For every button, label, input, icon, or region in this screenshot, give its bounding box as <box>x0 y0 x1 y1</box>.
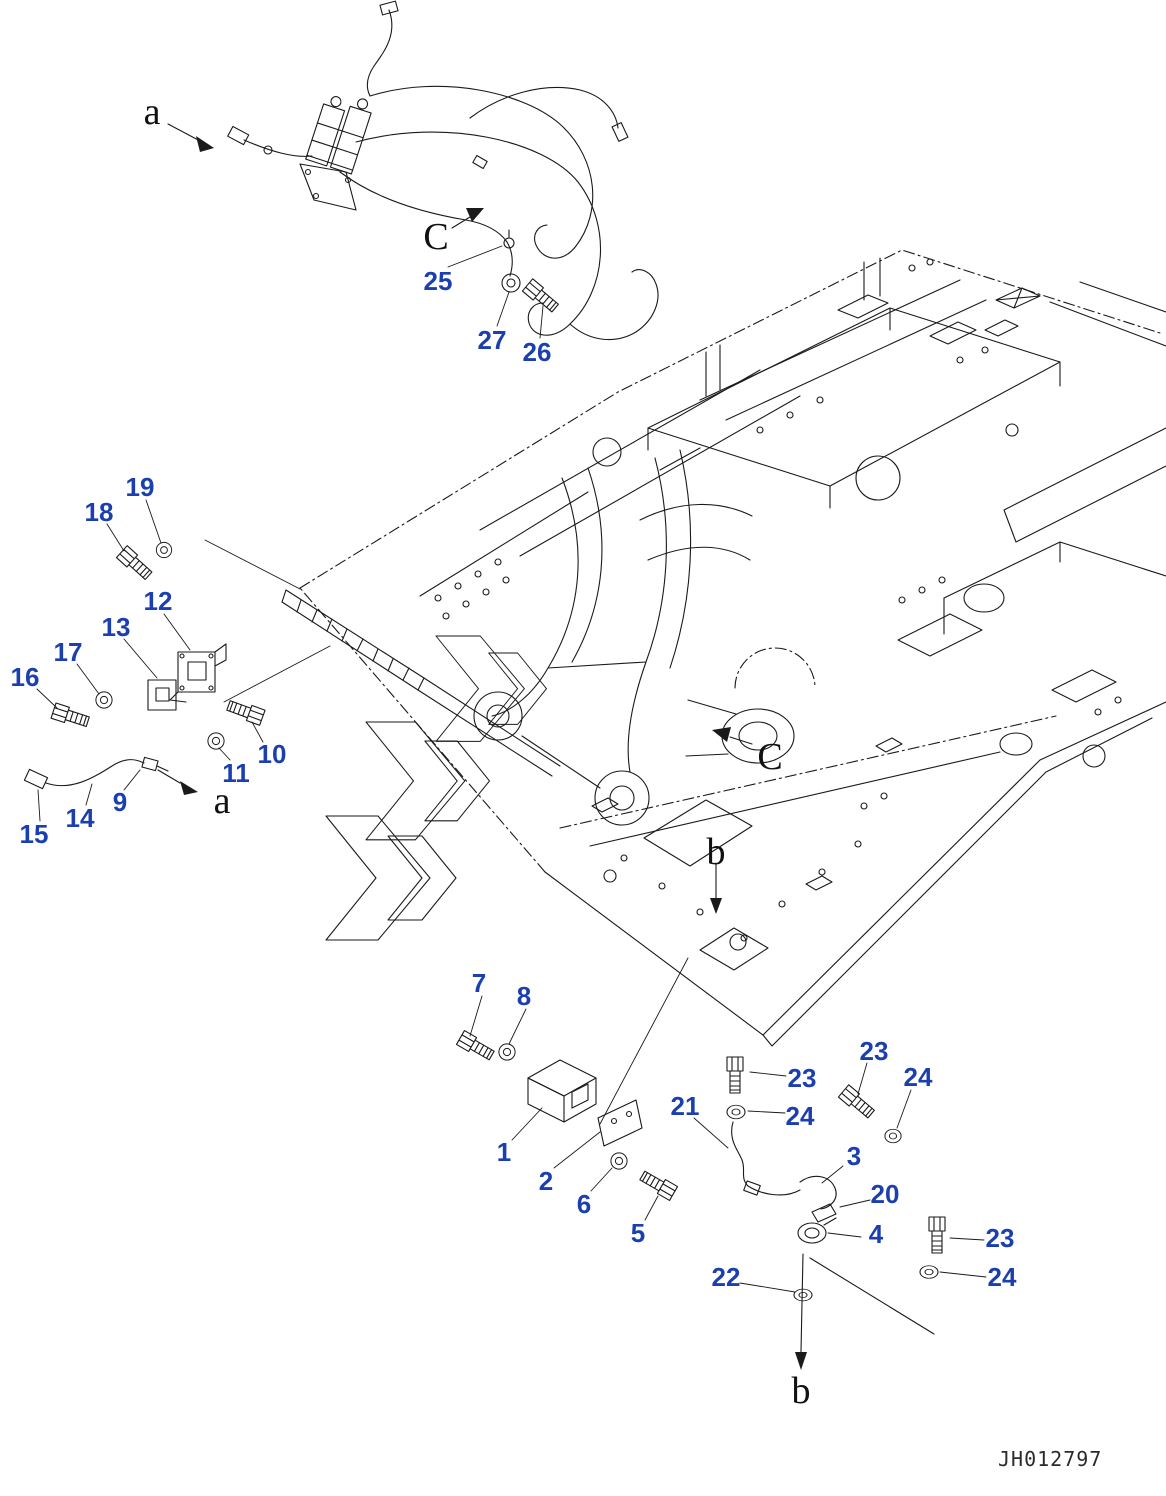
machine-frame <box>281 249 1166 1047</box>
callout-3: 3 <box>846 1141 862 1171</box>
view-label-c-right: C <box>757 736 783 778</box>
callout-24-b: 24 <box>903 1062 933 1092</box>
callout-13: 13 <box>101 612 131 642</box>
callout-7: 7 <box>471 968 487 998</box>
callout-10: 10 <box>257 739 287 769</box>
view-arrows <box>157 123 935 1370</box>
callout-26: 26 <box>522 337 552 367</box>
bottom-hardware <box>455 957 946 1302</box>
callout-11: 11 <box>222 758 250 788</box>
callout-22: 22 <box>711 1262 741 1292</box>
callout-15: 15 <box>19 819 49 849</box>
callout-8: 8 <box>516 981 532 1011</box>
tread-symbols <box>325 635 547 941</box>
left-hardware <box>23 539 331 790</box>
callout-5: 5 <box>630 1218 646 1248</box>
view-arrow-c-right <box>712 727 731 742</box>
callout-23-c: 23 <box>985 1223 1015 1253</box>
callout-23-b: 23 <box>859 1036 889 1066</box>
callout-6: 6 <box>576 1189 592 1219</box>
callout-24-a: 24 <box>785 1101 815 1131</box>
wiring-harness <box>227 0 659 341</box>
view-label-b-bottom: b <box>791 1370 811 1412</box>
callout-24-c: 24 <box>987 1262 1017 1292</box>
callout-4: 4 <box>868 1219 884 1249</box>
view-arrow-b-mid <box>710 898 722 914</box>
callout-9: 9 <box>112 787 128 817</box>
callout-23-a: 23 <box>787 1063 817 1093</box>
callout-20: 20 <box>870 1179 900 1209</box>
callout-17: 17 <box>53 637 83 667</box>
callout-14: 14 <box>65 803 95 833</box>
callout-19: 19 <box>125 472 155 502</box>
view-label-a-top: a <box>143 91 161 133</box>
drawing-id: JH012797 <box>998 1447 1103 1471</box>
callout-27: 27 <box>477 325 507 355</box>
callout-21: 21 <box>670 1091 700 1121</box>
view-arrow-a-mid <box>180 781 198 795</box>
view-arrow-b-bottom <box>795 1352 807 1370</box>
view-label-c-top: C <box>423 216 449 258</box>
callout-18: 18 <box>84 497 114 527</box>
view-label-a-mid: a <box>213 780 231 822</box>
view-arrow-a-top <box>196 136 214 152</box>
callout-16: 16 <box>10 662 40 692</box>
callout-1: 1 <box>496 1137 512 1167</box>
leader-lines <box>36 245 987 1293</box>
callout-2: 2 <box>538 1166 554 1196</box>
solenoid-valve-block <box>305 96 372 175</box>
view-label-b-mid: b <box>706 831 726 873</box>
callout-12: 12 <box>143 586 173 616</box>
view-arrow-c-top <box>466 208 484 222</box>
callout-25: 25 <box>423 266 453 296</box>
